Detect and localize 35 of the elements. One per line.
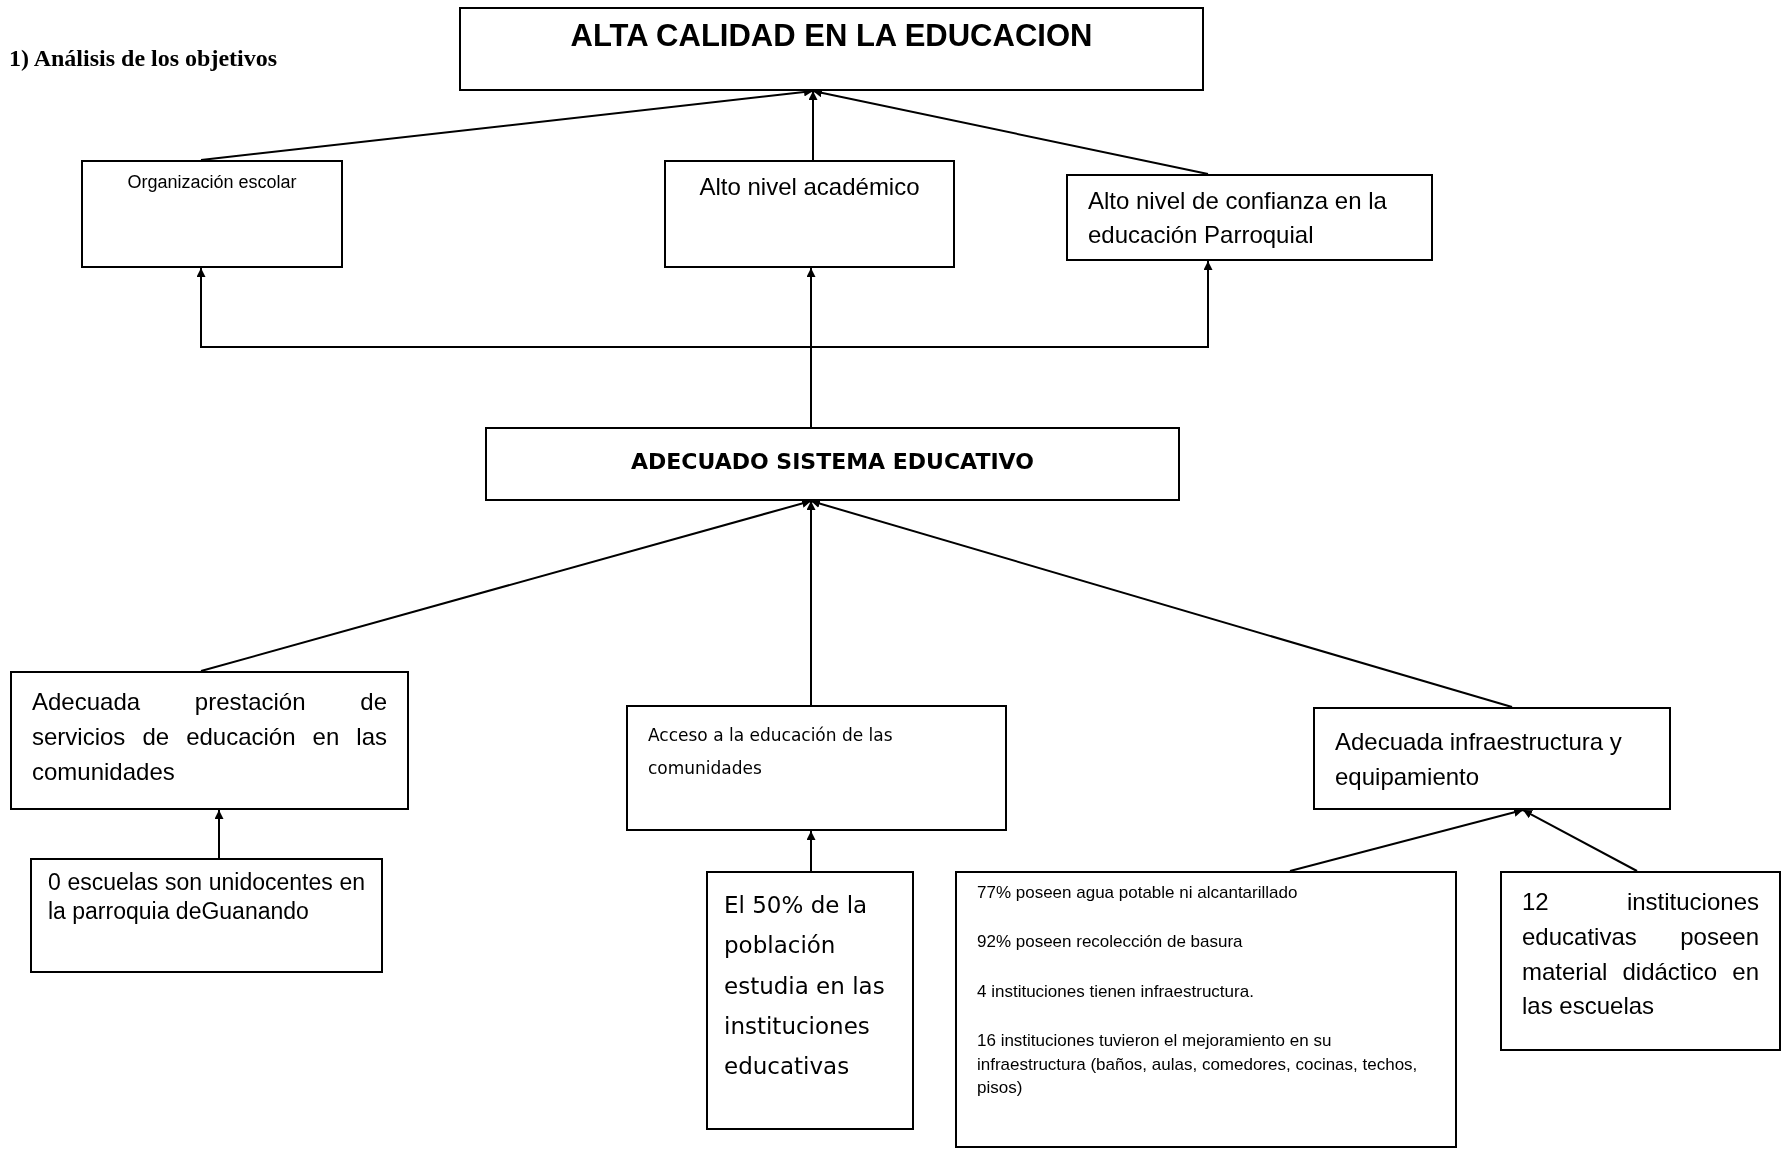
text-box (10, 671, 409, 810)
text-box (1500, 871, 1781, 1051)
arrow (1522, 809, 1638, 872)
node-text: Alto nivel académico (698, 172, 921, 202)
text-box (30, 858, 383, 973)
node-text: 92% poseen recolección de basura (977, 931, 1244, 954)
node-text: Alto nivel de confianza en la educación Parroquial (1088, 186, 1388, 250)
node-text: Adecuada prestación de servicios de educación en las comunidades (32, 687, 387, 787)
text-box (706, 871, 914, 1130)
node-text: 0 escuelas son unidocentes en la parroquia deGuanando (48, 868, 365, 926)
text-box (664, 160, 955, 268)
node-text: 4 instituciones tienen infraestructura. (977, 980, 1255, 1003)
node-text: El 50% de la población estudia en las instituciones educativas (724, 891, 886, 1081)
arrow (806, 830, 816, 872)
node-text: Organización escolar (126, 171, 298, 194)
arrow (810, 499, 1513, 708)
node-text: Adecuada infraestructura y equipamiento (1335, 727, 1623, 792)
node-text: 16 instituciones tuvieron el mejoramiento en su infraestructura (baños, aulas, comedores, cocinas, techos, pisos) (977, 1030, 1419, 1099)
text-box (81, 160, 343, 268)
text-box (1066, 174, 1433, 261)
node-text: Acceso a la educación de las comunidades (648, 724, 894, 781)
text-box (955, 871, 1457, 1148)
arrow (200, 499, 812, 672)
text-box (459, 7, 1204, 91)
arrow (214, 809, 224, 859)
text-box (1313, 707, 1671, 810)
node-text: ADECUADO SISTEMA EDUCATIVO (630, 448, 1035, 476)
text-box (485, 427, 1180, 501)
node-text: 12 instituciones educativas poseen material didáctico en las escuelas (1522, 887, 1759, 1022)
arrow (808, 90, 818, 161)
node-text: 77% poseen agua potable ni alcantarillado (977, 882, 1299, 904)
section-heading: 1) Análisis de los objetivos (9, 44, 278, 73)
text-box (626, 705, 1007, 831)
node-text: ALTA CALIDAD EN LA EDUCACION (569, 17, 1094, 55)
arrow (806, 500, 816, 706)
